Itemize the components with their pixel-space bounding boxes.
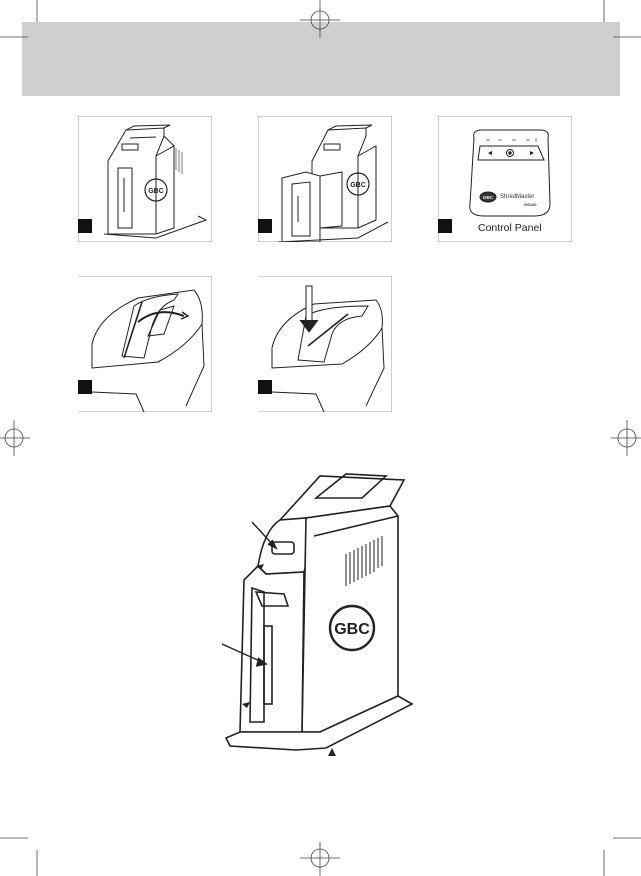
step-marker-1	[78, 219, 92, 233]
step-marker-2	[258, 219, 272, 233]
figure-main-shredder: GBC	[216, 470, 416, 770]
step-marker-4	[78, 380, 92, 394]
header-band	[22, 22, 620, 96]
control-panel-caption: Control Panel	[478, 222, 542, 234]
figure-paper-insert	[258, 276, 392, 412]
step-marker-3	[438, 219, 452, 233]
control-panel-gbc-logo: GBC	[483, 195, 494, 200]
figure-control-panel: GBC ShredMaster GS100 Control Panel	[438, 116, 572, 242]
figure-shredder-front: GBC	[78, 116, 212, 242]
step-marker-5	[258, 380, 272, 394]
figure-slot-cover-rotate	[78, 276, 212, 412]
gbc-logo-large: GBC	[334, 621, 370, 638]
control-panel-model: GS100	[524, 202, 537, 207]
figure-shredder-bin-open: GBC	[258, 116, 392, 242]
gbc-logo-small: GBC	[148, 188, 164, 195]
control-panel-brand: ShredMaster	[500, 194, 535, 200]
svg-text:GBC: GBC	[350, 182, 366, 189]
